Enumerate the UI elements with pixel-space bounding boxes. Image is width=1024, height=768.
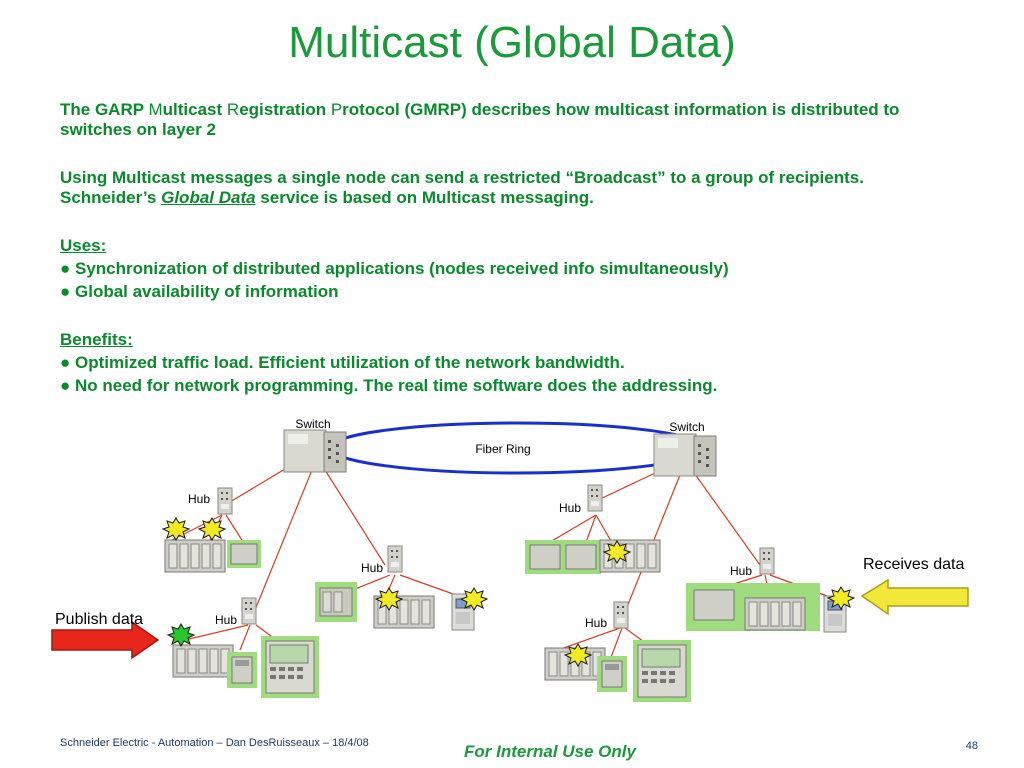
benefits-item: ● Optimized traffic load. Efficient util… <box>60 353 625 372</box>
page-title: Multicast (Global Data) <box>288 18 736 67</box>
fiber-ring-label: Fiber Ring <box>475 442 530 456</box>
benefits-section: Benefits: ● Optimized traffic load. Effi… <box>60 330 960 396</box>
plc-rack <box>164 539 226 573</box>
page-number: 48 <box>965 740 978 752</box>
hub-device <box>759 547 775 575</box>
plc-module <box>314 581 358 623</box>
publish-arrow-icon <box>51 620 160 660</box>
hub-device <box>587 484 603 512</box>
benefits-heading: Benefits: <box>60 330 133 349</box>
switch-label-left: Switch <box>295 417 330 431</box>
receiver-star-icon <box>161 517 191 541</box>
multicast-text-after: service is based on Multicast messaging. <box>255 188 594 207</box>
hub-device <box>613 601 629 629</box>
switch-left <box>283 429 347 473</box>
publish-label: Publish data <box>55 611 143 628</box>
multicast-paragraph: Using Multicast messages a single node c… <box>60 168 960 208</box>
receiver-star-icon <box>602 540 632 564</box>
operator-panel <box>260 635 320 699</box>
hub-label: Hub <box>559 501 581 515</box>
hub-label: Hub <box>188 492 210 506</box>
footer-author: Schneider Electric - Automation – Dan De… <box>60 737 369 749</box>
switch-right <box>653 433 717 477</box>
global-data-emphasis: Global Data <box>161 188 256 207</box>
hub-device <box>387 545 403 573</box>
gmrp-text-2: ulticast <box>162 100 227 119</box>
gmrp-text-3: egistration <box>239 100 331 119</box>
gmrp-initial-r: R <box>226 100 240 119</box>
uses-heading: Uses: <box>60 236 107 255</box>
receiver-star-icon <box>459 587 489 611</box>
gmrp-initial-p: P <box>330 100 343 119</box>
uses-item: ● Synchronization of distributed applica… <box>60 259 729 278</box>
operator-panel <box>632 639 692 703</box>
multicast-text-before: Using Multicast messages a single node c… <box>60 168 864 207</box>
gmrp-initial-m: M <box>148 100 163 119</box>
receiver-star-icon <box>374 587 404 611</box>
receiver-star-icon <box>563 643 593 667</box>
benefits-item: ● No need for network programming. The r… <box>60 376 718 395</box>
gmrp-text-1: The GARP <box>60 100 149 119</box>
hub-device <box>241 597 257 625</box>
plc-rack <box>172 644 234 678</box>
hub-label: Hub <box>215 613 237 627</box>
io-module <box>596 655 628 693</box>
switch-label-right: Switch <box>669 420 704 434</box>
receive-arrow-icon <box>860 578 969 616</box>
plc-rack <box>744 597 806 631</box>
receiver-star-icon <box>826 586 856 610</box>
io-module <box>226 651 258 689</box>
receive-label: Receives data <box>863 556 964 573</box>
hub-label: Hub <box>585 616 607 630</box>
hub-label: Hub <box>361 561 383 575</box>
hub-device <box>217 487 233 515</box>
uses-item: ● Global availability of information <box>60 282 339 301</box>
receiver-star-icon <box>197 517 227 541</box>
receiver-indicators <box>161 517 856 667</box>
uses-section: Uses: ● Synchronization of distributed a… <box>60 236 960 302</box>
sender-star-icon <box>166 623 196 647</box>
intro-paragraph: The GARP Multicast Registration Protocol… <box>60 100 960 140</box>
gmrp-text-4: rotocol (GMRP) describes how multicast i… <box>60 100 900 139</box>
footer-classification: For Internal Use Only <box>464 742 636 761</box>
hub-label: Hub <box>730 564 752 578</box>
